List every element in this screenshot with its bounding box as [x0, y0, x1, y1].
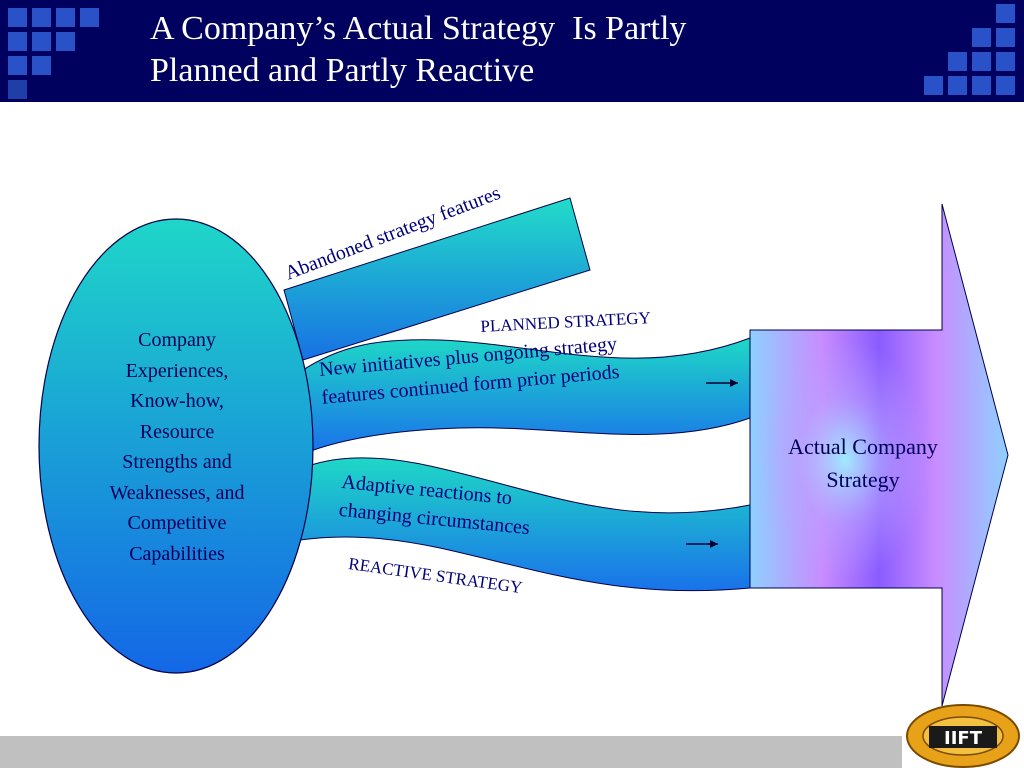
- slide-title: A Company’s Actual Strategy Is Partly Pl…: [150, 8, 910, 92]
- reactive-small-arrow: [686, 540, 718, 548]
- decor-square: [972, 52, 991, 71]
- oval-line: Capabilities: [129, 542, 225, 565]
- strategy-diagram: [38, 197, 1009, 707]
- decor-square: [32, 8, 51, 27]
- decor-square: [996, 28, 1015, 47]
- decor-square: [8, 56, 27, 75]
- decor-square: [32, 32, 51, 51]
- decor-square: [996, 52, 1015, 71]
- oval-line: Competitive: [127, 512, 227, 534]
- decor-square: [996, 4, 1015, 23]
- decor-square: [948, 52, 967, 71]
- decor-square: [996, 76, 1015, 95]
- oval-line: Know-how,: [130, 390, 224, 412]
- header-bar: A Company’s Actual Strategy Is Partly Pl…: [0, 0, 1024, 102]
- decor-square: [8, 8, 27, 27]
- arrow-highlight: [760, 340, 930, 580]
- actual-line-2: Strategy: [826, 467, 900, 492]
- oval-line: Experiences,: [125, 359, 229, 382]
- company-capabilities-oval: [38, 218, 314, 674]
- actual-line-1: Actual Company: [788, 434, 938, 459]
- oval-line: Strengths and: [122, 451, 232, 473]
- oval-line: Resource: [139, 420, 215, 443]
- decor-square: [80, 8, 99, 27]
- logo-text: IIFT: [944, 728, 983, 749]
- decor-square: [972, 28, 991, 47]
- title-line-1: A Company’s Actual Strategy Is Partly: [150, 10, 687, 47]
- decor-square: [924, 76, 943, 95]
- decor-square: [972, 76, 991, 95]
- actual-strategy-label: Actual Company Strategy: [760, 430, 966, 496]
- iift-logo: IIFT: [906, 704, 1020, 768]
- oval-line: Weaknesses, and: [109, 481, 245, 504]
- footer-bar: [0, 736, 902, 768]
- oval-label: Company Experiences, Know-how, Resource …: [82, 325, 272, 569]
- decor-square: [56, 32, 75, 51]
- decor-square: [32, 56, 51, 75]
- decor-square: [56, 8, 75, 27]
- decor-square: [948, 76, 967, 95]
- decor-square: [8, 32, 27, 51]
- title-line-2: Planned and Partly Reactive: [150, 52, 535, 89]
- decor-square: [8, 80, 27, 99]
- planned-small-arrow: [706, 379, 738, 387]
- oval-line: Company: [138, 329, 216, 351]
